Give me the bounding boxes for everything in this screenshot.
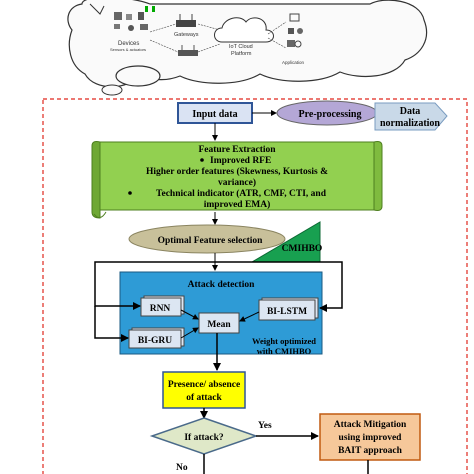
data-normalization-box (374, 102, 448, 131)
preprocessing-label: Pre-processing (299, 109, 362, 120)
data-normalization-label-1: Data (400, 106, 421, 117)
presence-absence-box (162, 371, 246, 409)
cmihbo-label: CMIHBO (282, 244, 323, 254)
yes-label: Yes (258, 421, 272, 431)
application-label: Application (282, 60, 305, 65)
bullet-icon (128, 191, 132, 195)
rnn-block (140, 295, 185, 317)
gateway-icon-2 (178, 45, 198, 56)
cloud-platform-label-2: Platform (231, 51, 252, 57)
attack-mitigation-box (319, 413, 421, 461)
bullet-icon (200, 158, 204, 162)
attack-detection-title: Attack detection (188, 280, 255, 290)
data-normalization-label-2: normalization (380, 118, 440, 129)
devices-label: Devices (118, 41, 139, 47)
framework-boundary (42, 98, 468, 474)
bi-gru-block (128, 327, 185, 349)
iot-cloud-outline (67, 0, 428, 88)
bi-lstm-label: BI-LSTM (267, 307, 307, 317)
feature-item-higher-order-cont: variance) (218, 177, 256, 188)
feature-item-improved-rfe: Improved RFE (210, 156, 271, 166)
iot-cloud-bubble (115, 65, 161, 87)
presence-absence-label-2: of attack (186, 393, 222, 403)
attack-mitigation-label-2: using improved (339, 433, 403, 443)
iot-cloud-bubble-small (101, 84, 123, 96)
weight-optimized-label-2: with CMIHBO (257, 346, 312, 356)
feature-item-technical-indicator: Technical indicator (ATR, CMF, CTI, and (156, 188, 327, 199)
attack-mitigation-label-1: Attack Mitigation (334, 420, 407, 430)
no-label: No (176, 463, 188, 473)
iot-cloud-platform-icon (214, 17, 274, 43)
attack-mitigation-label-3: BAIT approach (338, 446, 403, 456)
feature-item-higher-order: Higher order features (Skewness, Kurtosi… (146, 166, 328, 177)
application-icons (287, 13, 303, 48)
input-data-label: Input data (192, 109, 237, 120)
feature-extraction-title: Feature Extraction (198, 145, 276, 155)
weight-optimized-label-1: Weight optimized (252, 336, 316, 346)
presence-absence-label-1: Presence/ absence (168, 380, 240, 390)
cloud-platform-label-1: IoT Cloud (229, 44, 253, 50)
optimal-feature-selection-ellipse (128, 224, 286, 254)
iot-network-cloud: Devices Sensors & actuators Gateways IoT… (67, 0, 428, 96)
devices-sublabel: Sensors & actuators (110, 47, 146, 52)
mean-box (198, 312, 240, 334)
gateway-icon (145, 6, 196, 27)
mean-label: Mean (207, 320, 231, 330)
if-attack-label: If attack? (184, 433, 224, 443)
gateways-label: Gateways (174, 32, 199, 38)
optimal-feature-selection-label: Optimal Feature selection (158, 236, 264, 246)
feature-extraction-scroll (91, 141, 383, 219)
devices-icon (114, 12, 148, 31)
bi-gru-label: BI-GRU (138, 336, 172, 346)
rnn-label: RNN (150, 304, 171, 314)
feature-item-technical-indicator-cont: improved EMA) (204, 199, 271, 210)
bi-lstm-block (258, 297, 319, 321)
